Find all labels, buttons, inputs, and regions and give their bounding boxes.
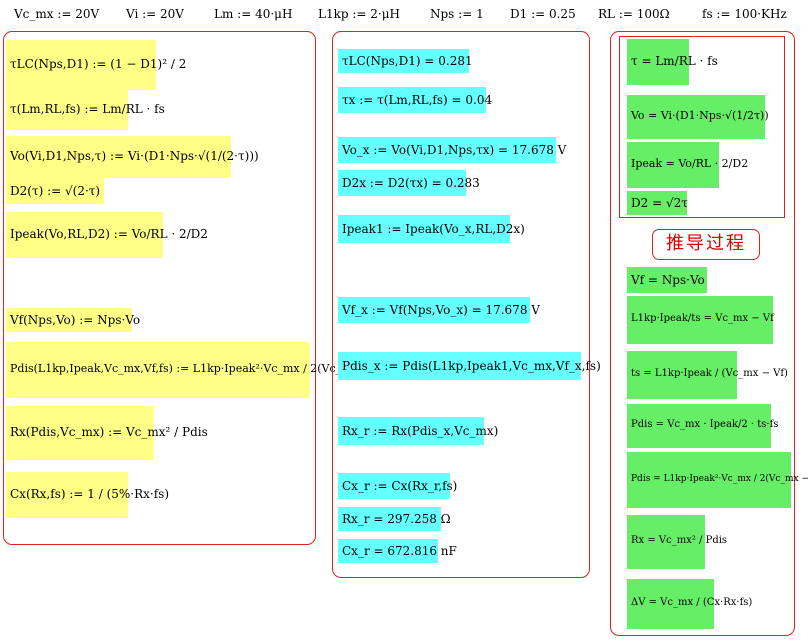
global-lm[interactable]: Lm := 40·μH: [214, 7, 293, 21]
def-ipeak[interactable]: Ipeak(Vo,RL,D2) := Vo/RL · 2/D2: [6, 212, 208, 258]
derive-pdis-2[interactable]: Pdis = L1kp·Ipeak²·Vc_mx / 2(Vc_mx − Vf)…: [627, 452, 808, 508]
def-rx[interactable]: Rx(Pdis,Vc_mx) := Vc_mx² / Pdis: [6, 406, 208, 460]
derive-pdis-1[interactable]: Pdis = Vc_mx · Ipeak/2 · ts·fs: [627, 404, 778, 448]
global-vi[interactable]: Vi := 20V: [126, 7, 184, 21]
def-tau[interactable]: τ(Lm,RL,fs) := Lm/RL · fs: [6, 90, 165, 130]
derive-vf[interactable]: Vf = Nps·Vo: [627, 267, 707, 293]
result-rx-r[interactable]: Rx_r := Rx(Pdis_x,Vc_mx): [338, 417, 498, 445]
def-tau-lc[interactable]: τLC(Nps,D1) := (1 − D1)² / 2: [6, 40, 186, 90]
def-cx[interactable]: Cx(Rx,fs) := 1 / (5%·Rx·fs): [6, 472, 169, 518]
formula-vo[interactable]: Vo = Vi·(D1·Nps·√(1/2τ)): [627, 95, 769, 139]
def-d2[interactable]: D2(τ) := √(2·τ): [6, 178, 104, 204]
results-panel: [332, 31, 590, 578]
global-nps[interactable]: Nps := 1: [430, 7, 484, 21]
global-fs[interactable]: fs := 100·KHz: [702, 7, 787, 21]
formula-tau[interactable]: τ = Lm/RL · fs: [627, 39, 718, 85]
global-rl[interactable]: RL := 100Ω: [598, 7, 670, 21]
def-vo[interactable]: Vo(Vi,D1,Nps,τ) := Vi·(D1·Nps·√(1/(2·τ))…: [6, 136, 259, 178]
derivation-title: 推导过程: [652, 229, 760, 260]
result-cx-r[interactable]: Cx_r := Cx(Rx_r,fs): [338, 473, 457, 499]
result-tau-lc[interactable]: τLC(Nps,D1) = 0.281: [338, 49, 473, 73]
result-vf-x[interactable]: Vf_x := Vf(Nps,Vo_x) = 17.678 V: [338, 297, 540, 323]
value-cx-r[interactable]: Cx_r = 672.816 nF: [338, 539, 457, 563]
result-pdis-x[interactable]: Pdis_x := Pdis(L1kp,Ipeak1,Vc_mx,Vf_x,fs…: [338, 352, 601, 380]
derivation-panel: [610, 31, 795, 636]
def-vf[interactable]: Vf(Nps,Vo) := Nps·Vo: [6, 308, 140, 332]
def-pdis[interactable]: Pdis(L1kp,Ipeak,Vc_mx,Vf,fs) := L1kp·Ipe…: [6, 342, 411, 398]
derive-rx[interactable]: Rx = Vc_mx² / Pdis: [627, 515, 727, 569]
global-variables-row: Vc_mx := 20V Vi := 20V Lm := 40·μH L1kp …: [0, 7, 808, 27]
formula-ipeak[interactable]: Ipeak = Vo/RL · 2/D2: [627, 142, 748, 188]
global-vc-mx[interactable]: Vc_mx := 20V: [14, 7, 100, 21]
formula-d2[interactable]: D2 = √2τ: [627, 191, 688, 215]
result-d2x[interactable]: D2x := D2(τx) = 0.283: [338, 170, 480, 196]
result-ipeak1[interactable]: Ipeak1 := Ipeak(Vo_x,RL,D2x): [338, 215, 525, 243]
result-vo-x[interactable]: Vo_x := Vo(Vi,D1,Nps,τx) = 17.678 V: [338, 137, 566, 163]
key-formulas-box: [619, 36, 785, 218]
global-d1[interactable]: D1 := 0.25: [510, 7, 576, 21]
value-rx-r[interactable]: Rx_r = 297.258 Ω: [338, 507, 451, 531]
derive-delta-v[interactable]: ΔV = Vc_mx / (Cx·Rx·fs): [627, 579, 752, 629]
derive-ts[interactable]: ts = L1kp·Ipeak / (Vc_mx − Vf): [627, 351, 788, 399]
derive-l1kp-slope[interactable]: L1kp·Ipeak/ts = Vc_mx − Vf: [627, 296, 774, 344]
global-l1kp[interactable]: L1kp := 2·μH: [318, 7, 400, 21]
definitions-panel: [3, 31, 316, 545]
result-tau-x[interactable]: τx := τ(Lm,RL,fs) = 0.04: [338, 87, 492, 113]
